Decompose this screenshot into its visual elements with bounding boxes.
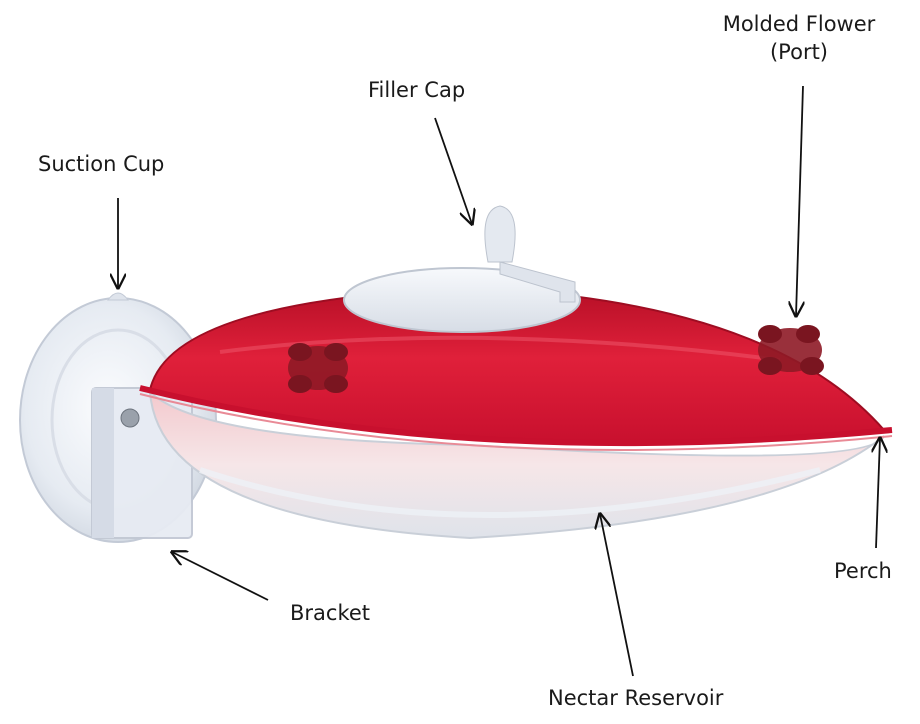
perch-label: Perch bbox=[834, 557, 892, 585]
molded-flower-arrow bbox=[796, 86, 803, 316]
nectar-reservoir-label: Nectar Reservoir bbox=[548, 684, 723, 712]
suction-cup-label: Suction Cup bbox=[38, 150, 164, 178]
bracket-label: Bracket bbox=[290, 599, 370, 627]
nectar-reservoir-arrow bbox=[600, 514, 633, 676]
filler-cap-arrow bbox=[435, 118, 472, 224]
molded-flower-left bbox=[288, 343, 348, 393]
bracket-arrow bbox=[172, 552, 268, 600]
filler-cap bbox=[344, 206, 580, 332]
filler-cap-label: Filler Cap bbox=[368, 76, 465, 104]
molded-flower-label-line2: (Port) bbox=[706, 38, 892, 66]
molded-flower-label: Molded Flower (Port) bbox=[706, 10, 892, 66]
molded-flower-right bbox=[758, 325, 824, 375]
molded-flower-label-line1: Molded Flower bbox=[706, 10, 892, 38]
perch-arrow bbox=[876, 438, 880, 548]
